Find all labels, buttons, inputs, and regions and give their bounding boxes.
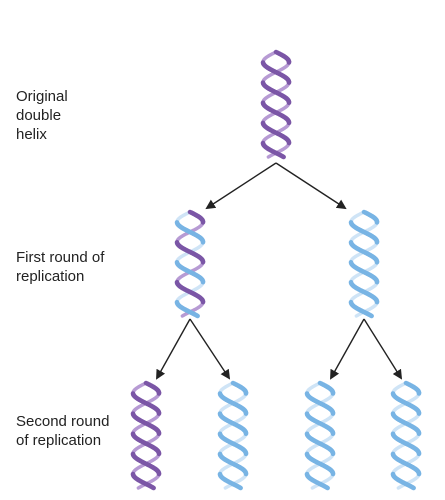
- label-first-round-of-replication: First round of replication: [16, 249, 105, 285]
- helix-strand-blue-segment: [409, 484, 416, 491]
- helix-strand-blue-segment: [367, 312, 374, 319]
- helix-strand-blue-segment: [193, 312, 200, 319]
- label-second-round-of-replication: Second round of replication: [16, 413, 110, 449]
- arrow-first-right-to-child-4: [363, 318, 403, 380]
- helix-strand-blue-segment: [323, 484, 330, 491]
- arrow-parent-to-right: [275, 162, 347, 210]
- first-round-helix-left: [174, 209, 206, 319]
- first-round-helix-right: [348, 209, 380, 319]
- arrow-first-left-to-child-1: [156, 318, 191, 380]
- label-original-double-helix: Original double helix: [16, 88, 68, 143]
- helix-strand-blue-segment: [236, 484, 243, 491]
- second-round-helix-4: [390, 380, 422, 491]
- parent-double-helix: [260, 49, 292, 160]
- second-round-helix-1: [130, 380, 162, 491]
- arrow-first-left-to-child-2: [189, 318, 231, 380]
- second-round-helix-2: [217, 380, 249, 491]
- helix-strand-purple-segment: [149, 484, 156, 491]
- arrow-parent-to-left: [205, 162, 277, 210]
- arrows: [156, 162, 403, 380]
- second-round-helix-3: [304, 380, 336, 491]
- arrow-first-right-to-child-3: [330, 318, 365, 380]
- helix-strand-purple-segment: [279, 153, 286, 160]
